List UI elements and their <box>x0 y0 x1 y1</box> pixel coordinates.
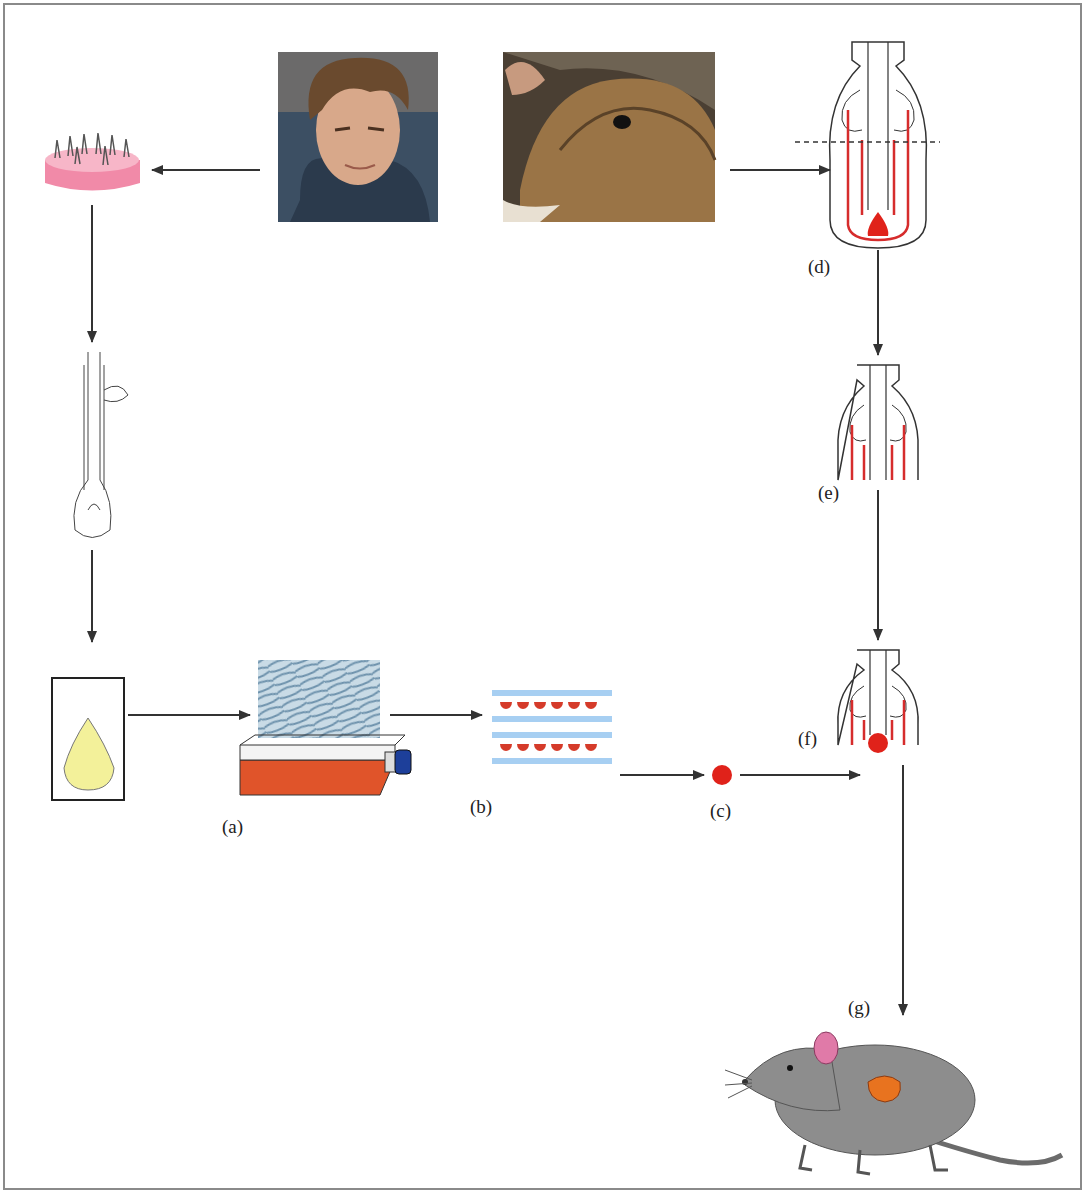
dermal-papilla-dish <box>52 678 124 800</box>
mouse <box>725 1032 1062 1174</box>
skin-sample <box>45 133 140 191</box>
panel-letter: (a) <box>220 816 245 837</box>
cell-culture <box>240 660 411 795</box>
human-photo <box>278 52 438 222</box>
frame <box>4 4 1081 1189</box>
culture-plates <box>492 690 612 764</box>
whisker-follicle <box>795 42 940 248</box>
panel-letter: (e) <box>816 482 841 503</box>
hair-follicle <box>74 352 128 538</box>
panel-letter: (d) <box>806 256 832 277</box>
spheroid <box>712 765 732 785</box>
panel-letter: (f) <box>796 728 819 749</box>
panel-letter: (c) <box>708 800 733 821</box>
follicle-upper-part <box>838 365 918 480</box>
arrow <box>92 170 903 1015</box>
panel-letter: (g) <box>846 997 872 1018</box>
follicle-recombined <box>838 650 918 753</box>
panel-letter: (b) <box>468 796 494 817</box>
rat-photo <box>503 52 715 222</box>
